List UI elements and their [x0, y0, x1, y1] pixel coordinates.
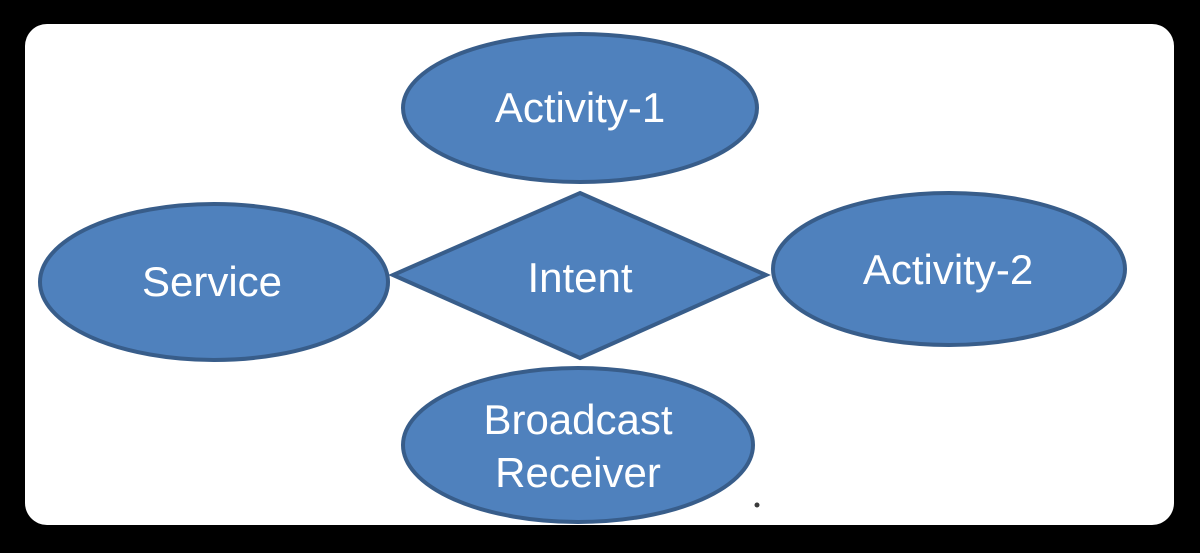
broadcast-receiver-node-label-line2: Receiver	[495, 449, 661, 496]
activity-2-node-shape	[771, 191, 1127, 347]
intent-node-shape	[388, 190, 771, 361]
broadcast-receiver-node-label-line1: Broadcast	[483, 396, 672, 443]
service-node-label: Service	[142, 258, 282, 305]
service-node-shape	[38, 202, 390, 362]
activity-2-node-label: Activity-2	[863, 246, 1033, 293]
activity-1-node-shape	[401, 32, 759, 184]
intent-node-label: Intent	[527, 254, 632, 301]
broadcast-receiver-node-shape	[401, 366, 755, 524]
stray-dot	[754, 502, 760, 508]
activity-1-node-label: Activity-1	[495, 84, 665, 131]
